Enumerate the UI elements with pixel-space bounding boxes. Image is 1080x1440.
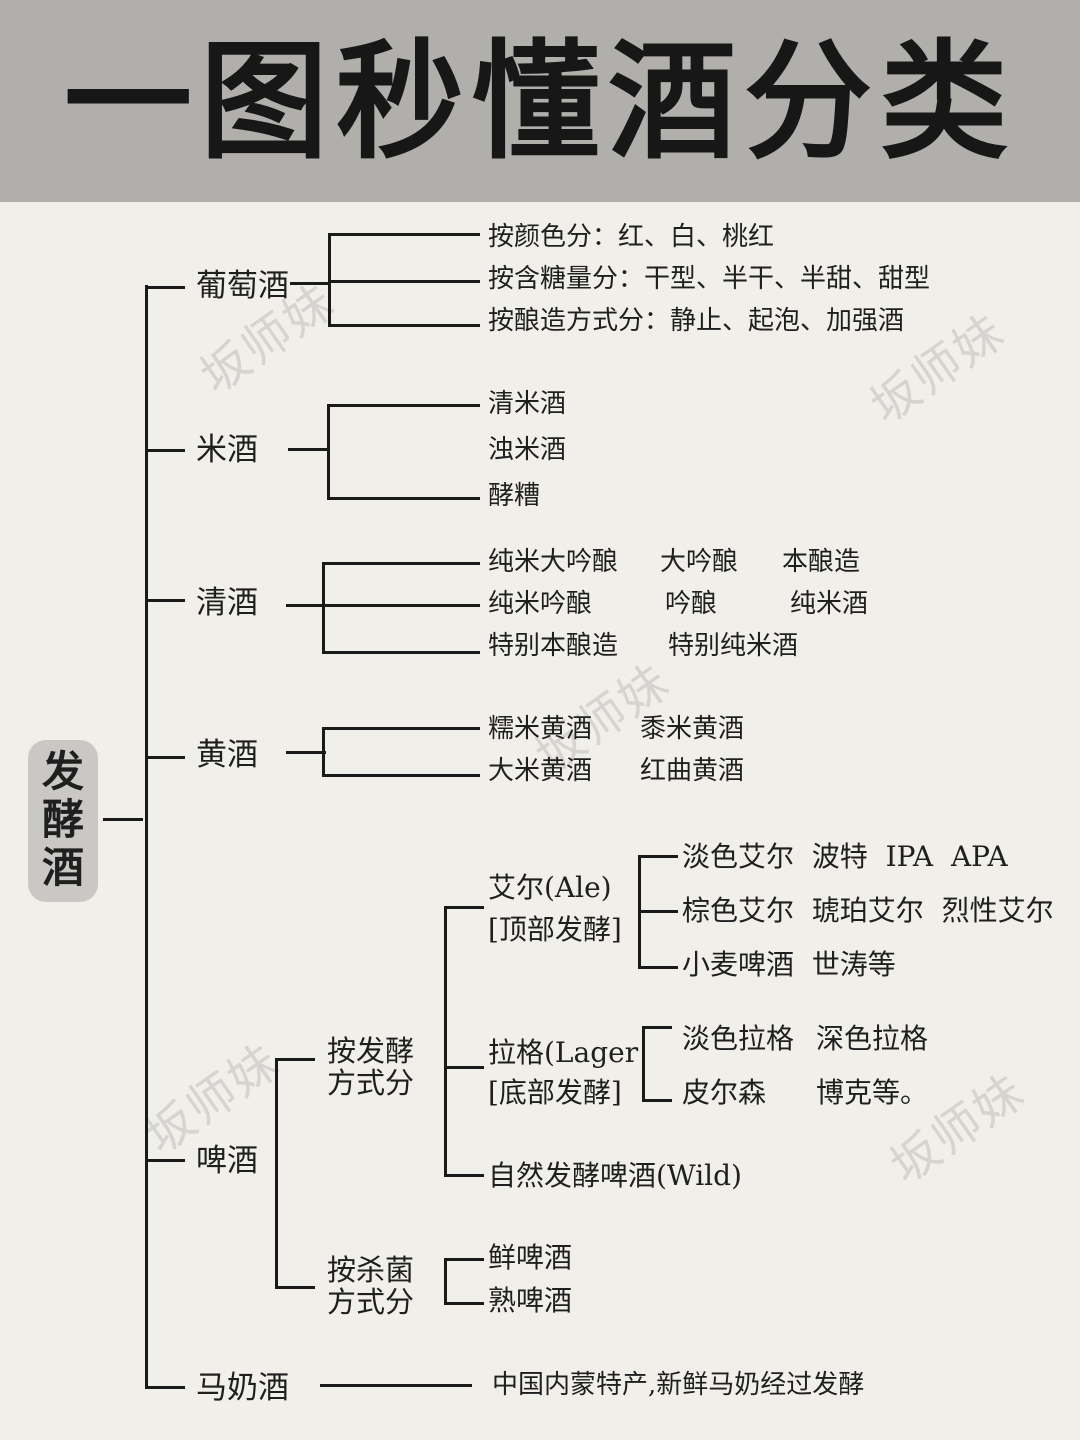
- sake-item: 纯米吟酿: [488, 589, 593, 619]
- connector: [145, 286, 185, 289]
- connector: [145, 1159, 185, 1162]
- bracket: [322, 727, 325, 777]
- category-yellow-wine: 黄酒: [196, 737, 258, 773]
- connector: [322, 727, 480, 730]
- grape-by-color: 按颜色分：红、白、桃红: [488, 222, 775, 252]
- ale-label: 艾尔(Ale): [488, 871, 612, 904]
- lager-type: 博克等。: [816, 1076, 929, 1109]
- grape-by-sugar: 按含糖量分：干型、半干、半甜、甜型: [488, 264, 931, 294]
- connector: [275, 1058, 315, 1061]
- ale-types: 棕色艾尔 琥珀艾尔 烈性艾尔: [682, 894, 1054, 927]
- sake-item: 特别本酿造: [488, 631, 619, 661]
- sake-item: 纯米酒: [790, 589, 869, 619]
- kumis-desc: 中国内蒙特产,新鲜马奶经过发酵: [492, 1370, 865, 1400]
- connector: [286, 751, 326, 754]
- ale-types: 淡色艾尔 波特 IPA APA: [682, 840, 1008, 873]
- lager-type: 淡色拉格: [682, 1022, 795, 1055]
- yellow-item: 糯米黄酒: [488, 714, 593, 744]
- connector: [444, 1258, 484, 1261]
- yellow-item: 大米黄酒: [488, 756, 593, 786]
- connector: [642, 1099, 672, 1102]
- connector: [444, 1066, 484, 1069]
- connector: [290, 282, 330, 285]
- bracket: [444, 1258, 447, 1305]
- connector: [638, 966, 678, 969]
- sake-item: 吟酿: [665, 589, 718, 619]
- connector: [638, 910, 678, 913]
- connector: [145, 449, 185, 452]
- category-grape-wine: 葡萄酒: [196, 268, 289, 304]
- category-kumis: 马奶酒: [196, 1370, 289, 1406]
- root-node: 发酵酒: [28, 740, 98, 902]
- connector: [322, 774, 480, 777]
- category-sake: 清酒: [196, 585, 258, 621]
- lager-note: [底部发酵]: [488, 1076, 622, 1109]
- ale-note: [顶部发酵]: [488, 913, 622, 946]
- rice-cloudy: 浊米酒: [488, 435, 567, 465]
- connector: [328, 324, 480, 327]
- trunk-line: [145, 285, 148, 1389]
- wild-beer: 自然发酵啤酒(Wild): [488, 1159, 742, 1192]
- page-title: 一图秒懂酒分类: [63, 28, 1016, 177]
- lager-type: 皮尔森: [682, 1076, 767, 1109]
- connector: [444, 906, 484, 909]
- rice-fermented: 酵糟: [488, 481, 541, 511]
- sake-item: 本酿造: [782, 547, 861, 577]
- connector: [145, 756, 185, 759]
- rice-clear: 清米酒: [488, 389, 567, 419]
- lager-type: 深色拉格: [816, 1022, 929, 1055]
- connector: [328, 233, 480, 236]
- pasteurized-beer: 熟啤酒: [488, 1284, 573, 1317]
- beer-by-fermentation: 按发酵方式分: [327, 1034, 415, 1100]
- bracket: [327, 404, 330, 500]
- connector: [327, 497, 480, 500]
- connector: [288, 448, 330, 451]
- watermark: 坂师妹: [880, 1063, 1036, 1196]
- connector: [327, 404, 480, 407]
- connector: [145, 1386, 185, 1389]
- connector: [444, 1174, 484, 1177]
- fresh-beer: 鲜啤酒: [488, 1241, 573, 1274]
- connector: [642, 1026, 672, 1029]
- connector: [638, 855, 678, 858]
- lager-label: 拉格(Lager: [488, 1036, 639, 1069]
- beer-by-sterilization: 按杀菌方式分: [327, 1253, 415, 1319]
- category-beer: 啤酒: [196, 1143, 258, 1179]
- connector: [444, 1302, 484, 1305]
- connector: [328, 280, 480, 283]
- bracket: [444, 906, 447, 1176]
- connector: [322, 562, 480, 565]
- grape-by-method: 按酿造方式分：静止、起泡、加强酒: [488, 306, 905, 336]
- bracket: [642, 1026, 645, 1102]
- root-label: 发酵酒: [28, 748, 98, 892]
- header-band: [0, 0, 1080, 202]
- category-rice-wine: 米酒: [196, 432, 258, 468]
- bracket: [322, 562, 325, 654]
- yellow-item: 红曲黄酒: [640, 756, 745, 786]
- sake-item: 大吟酿: [660, 547, 739, 577]
- ale-types: 小麦啤酒 世涛等: [682, 948, 896, 981]
- connector: [320, 1384, 472, 1387]
- connector: [322, 604, 480, 607]
- sake-item: 纯米大吟酿: [488, 547, 619, 577]
- connector: [322, 651, 480, 654]
- connector: [286, 604, 326, 607]
- sake-item: 特别纯米酒: [668, 631, 799, 661]
- connector: [145, 599, 185, 602]
- root-text: 发酵酒: [41, 747, 84, 892]
- connector: [275, 1286, 315, 1289]
- connector: [103, 818, 143, 821]
- yellow-item: 黍米黄酒: [640, 714, 745, 744]
- bracket: [275, 1058, 278, 1289]
